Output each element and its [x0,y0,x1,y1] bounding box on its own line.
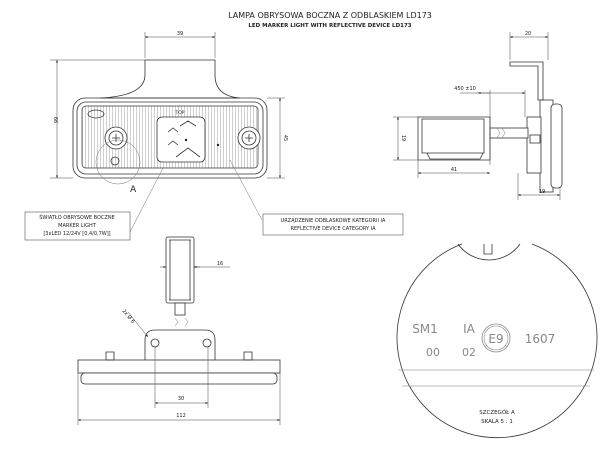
detail-marker: A [130,185,137,195]
dim-19-connector: 19 [400,135,406,141]
detail-a-view: SM1 IA 00 02 E9 1607 SZCZEGÓŁ A SKALA 5 … [396,243,598,438]
screw-right [237,126,261,150]
svg-text:REFLECTIVE DEVICE CATEGORY IA: REFLECTIVE DEVICE CATEGORY IA [290,226,376,232]
top-label: TOP [174,110,184,116]
screw-left [104,126,128,150]
detail-a-circle [95,139,141,185]
dim-16: 16 [217,261,223,267]
dim-41: 41 [451,167,457,173]
detail-caption: SZCZEGÓŁ A [479,409,515,416]
svg-text:URZĄDZENIE ODBLASKOWE KATEGORI: URZĄDZENIE ODBLASKOWE KATEGORII IA [281,218,386,224]
dim-20: 20 [525,31,531,37]
drawing-title: LAMPA OBRYSOWA BOCZNA Z ODBLASKIEM LD173 [228,11,432,20]
svg-text:IA: IA [463,322,476,336]
front-view: TOP A 39 66 45 [50,31,288,195]
detail-scale: SKALA 5 : 1 [481,419,513,425]
dim-45: 45 [282,135,288,141]
dim-19-depth: 19 [539,189,545,195]
dim-66: 66 [52,117,58,123]
svg-text:02: 02 [462,346,476,359]
bottom-view: 16 2x Ø 6 30 112 [77,236,281,425]
dim-39: 39 [177,31,183,37]
dim-holes: 2x Ø 6 [120,308,136,325]
svg-text:MARKER LIGHT: MARKER LIGHT [58,223,97,229]
dim-30: 30 [178,396,184,402]
svg-text:SM1: SM1 [412,322,438,336]
approval-mark: E9 [488,332,503,346]
dim-450: 450 ±10 [454,86,476,92]
side-view: 20 450 ±10 19 41 19 [393,31,563,200]
svg-text:ŚWIATŁO OBRYSOWE BOCZNE: ŚWIATŁO OBRYSOWE BOCZNE [39,214,114,221]
approval-code: 1607 [525,332,556,346]
svg-text:00: 00 [426,346,440,359]
svg-text:[3xLED 12/24V [0,4/0,7W]]: [3xLED 12/24V [0,4/0,7W]] [43,231,110,237]
dim-112: 112 [176,413,186,419]
reflective-device-label: URZĄDZENIE ODBLASKOWE KATEGORII IA REFLE… [262,213,404,236]
marker-light-label: ŚWIATŁO OBRYSOWE BOCZNE MARKER LIGHT [3x… [24,211,131,241]
drawing-subtitle: LED MARKER LIGHT WITH REFLECTIVE DEVICE … [248,23,411,29]
